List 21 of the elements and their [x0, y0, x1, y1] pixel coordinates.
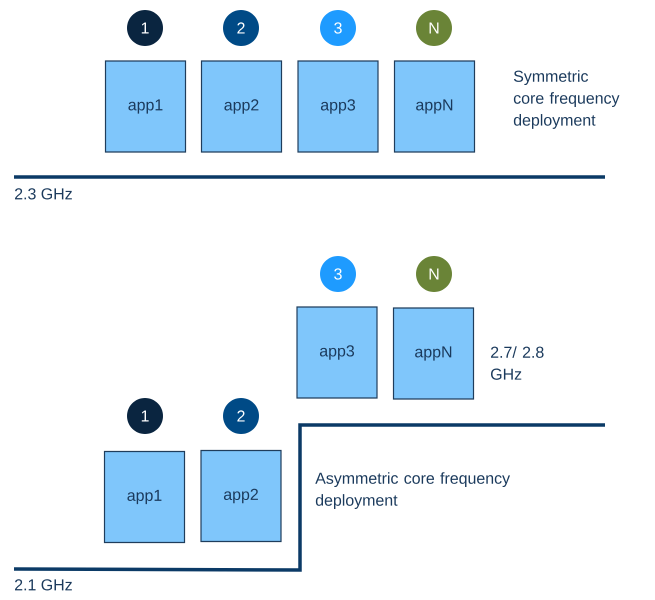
app-box: app1	[104, 60, 186, 153]
text-label: 2.1 GHz	[15, 579, 72, 590]
text-label: Symmetric core frequency deployment	[514, 70, 620, 129]
number-badge: 3	[320, 256, 356, 292]
text-label: 2.7/ 2.8 GHz	[491, 346, 544, 380]
app-box: app3	[297, 60, 379, 153]
number-badge: 1	[127, 10, 163, 46]
number-badge: 2	[223, 10, 259, 46]
number-badge: 2	[223, 398, 259, 434]
text-label: 2.3 GHz	[15, 188, 72, 200]
app-box: appN	[392, 307, 474, 400]
text-label: Asymmetric core frequency deployment	[315, 472, 510, 509]
app-box: appN	[394, 60, 476, 153]
number-badge: 1	[127, 398, 163, 434]
app-box: app1	[104, 450, 186, 544]
number-badge: N	[416, 256, 452, 292]
app-box: app2	[200, 450, 282, 542]
app-box: app2	[200, 60, 282, 153]
number-badge: N	[416, 10, 452, 46]
app-box: app3	[296, 306, 378, 399]
number-badge: 3	[320, 10, 356, 46]
